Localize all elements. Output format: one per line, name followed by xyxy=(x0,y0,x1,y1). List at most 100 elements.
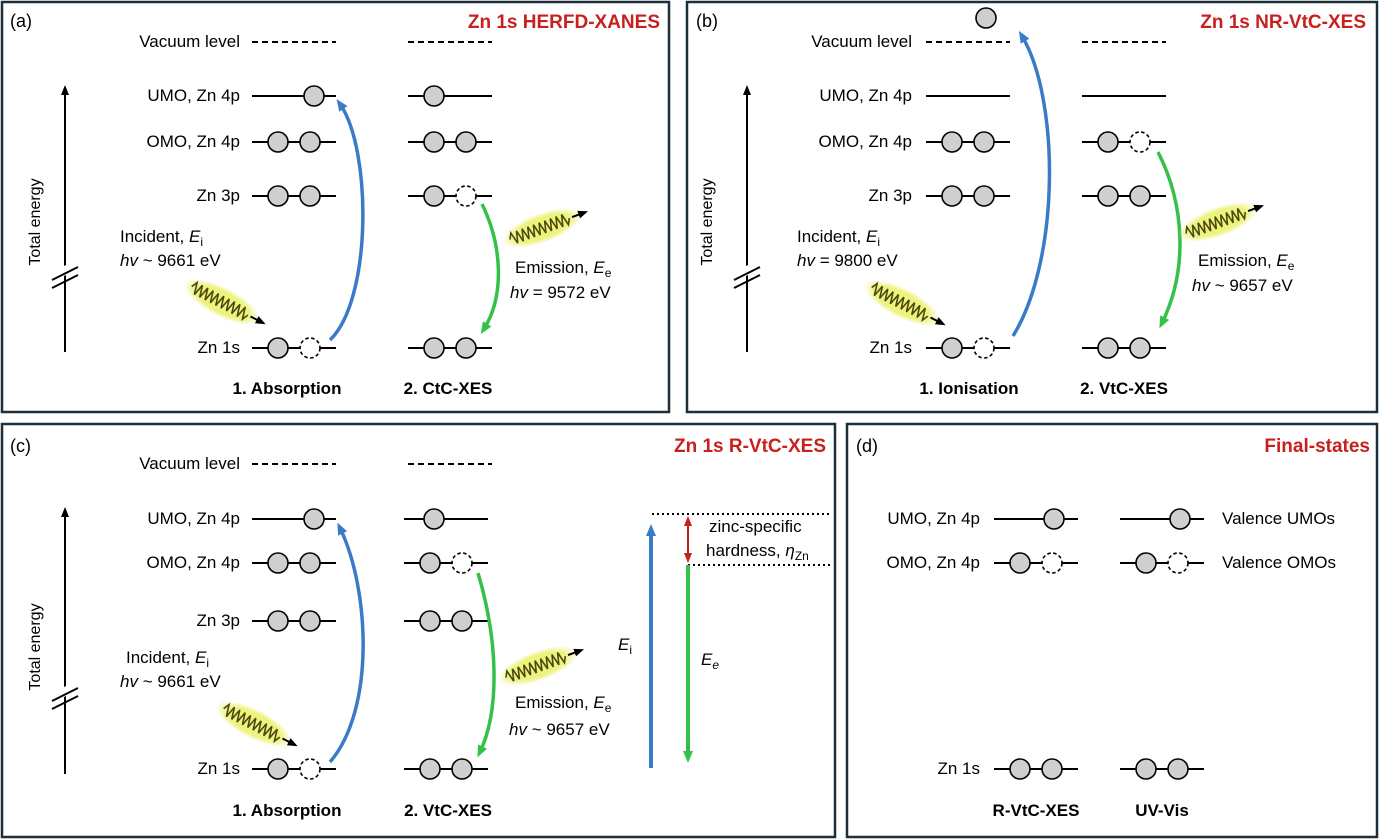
level-label-vacuum: Vacuum level xyxy=(139,454,240,473)
hole-circle xyxy=(1167,552,1189,574)
panel-c-title: Zn 1s R-VtC-XES xyxy=(674,436,826,457)
emission-energy: hv = 9572 eV xyxy=(510,283,611,302)
level-label-umo: UMO, Zn 4p xyxy=(819,86,912,105)
incident-energy: hv = 9800 eV xyxy=(797,251,898,270)
axis-label: Total energy xyxy=(27,178,44,265)
absorption-curved-arrow xyxy=(328,522,365,764)
panel-c: (c) Zn 1s R-VtC-XES Total energy Vacuum … xyxy=(0,422,837,839)
level-label-zn1s: Zn 1s xyxy=(869,338,912,357)
emission-energy: hv ~ 9657 eV xyxy=(1192,276,1293,295)
incident-photon-icon xyxy=(858,271,948,337)
level-label-zn3p: Zn 3p xyxy=(869,186,912,205)
panel-a: (a) Zn 1s HERFD-XANES Total energy Vacuu… xyxy=(0,0,671,414)
emission-label: Emission, Ee xyxy=(515,693,612,715)
ei-label: Ei xyxy=(618,635,632,657)
electron-circle xyxy=(299,131,321,153)
hole-circle xyxy=(299,337,321,359)
electron-circle xyxy=(941,337,963,359)
electron-circle xyxy=(1043,508,1065,530)
electron-circle xyxy=(423,337,445,359)
panel-a-letter: (a) xyxy=(10,11,32,31)
electron-circle xyxy=(267,337,289,359)
panel-a-border xyxy=(0,0,671,414)
axis-break-icon xyxy=(49,259,81,289)
electron-circle xyxy=(973,185,995,207)
electron-circle xyxy=(1167,758,1189,780)
emission-label: Emission, Ee xyxy=(1198,251,1295,273)
electron-circle xyxy=(973,131,995,153)
step-label-1: 1. Absorption xyxy=(233,379,342,398)
electron-circle xyxy=(423,85,445,107)
step-label-2: 2. CtC-XES xyxy=(404,379,493,398)
level-label-omo: OMO, Zn 4p xyxy=(146,553,240,572)
electron-circle xyxy=(267,185,289,207)
electron-circle xyxy=(419,758,441,780)
electron-circle xyxy=(941,131,963,153)
absorption-curved-arrow xyxy=(328,99,365,342)
axis-label: Total energy xyxy=(27,603,44,690)
panel-c-letter: (c) xyxy=(10,436,31,456)
electron-circle xyxy=(303,85,325,107)
electron-circle xyxy=(267,552,289,574)
electron-circle xyxy=(1009,758,1031,780)
level-label-omo: OMO, Zn 4p xyxy=(886,553,980,572)
electron-circle xyxy=(267,131,289,153)
valence-umos-label: Valence UMOs xyxy=(1222,509,1335,528)
electron-circle xyxy=(1097,185,1119,207)
level-label-zn3p: Zn 3p xyxy=(197,611,240,630)
panel-b: (b) Zn 1s NR-VtC-XES Total energy Vacuum… xyxy=(685,0,1379,414)
electron-circle xyxy=(455,337,477,359)
electron-circle xyxy=(419,552,441,574)
incident-photon-icon xyxy=(178,270,268,336)
hole-circle xyxy=(299,758,321,780)
electron-circle xyxy=(303,508,325,530)
level-label-zn3p: Zn 3p xyxy=(197,186,240,205)
state-label-uvvis: UV-Vis xyxy=(1135,801,1189,820)
electron-circle xyxy=(299,610,321,632)
incident-photon-icon xyxy=(210,692,300,758)
hole-circle xyxy=(455,185,477,207)
level-label-zn1s: Zn 1s xyxy=(197,759,240,778)
panel-d-title: Final-states xyxy=(1264,436,1370,457)
electron-circle xyxy=(1135,758,1157,780)
electron-circle xyxy=(299,552,321,574)
electron-circle xyxy=(1169,508,1191,530)
valence-omos-label: Valence OMOs xyxy=(1222,553,1336,572)
electron-circle xyxy=(267,610,289,632)
axis-break-icon xyxy=(49,680,81,710)
panel-d-border xyxy=(845,422,1379,839)
electron-circle xyxy=(451,610,473,632)
axis-label: Total energy xyxy=(699,178,716,265)
emission-label: Emission, Ee xyxy=(515,258,612,280)
electron-circle xyxy=(1009,552,1031,574)
level-label-omo: OMO, Zn 4p xyxy=(818,132,912,151)
ionisation-curved-arrow xyxy=(1011,30,1052,337)
incident-label: Incident, Ei xyxy=(120,227,203,249)
electron-circle xyxy=(1041,758,1063,780)
level-label-umo: UMO, Zn 4p xyxy=(887,509,980,528)
incident-label: Incident, Ei xyxy=(126,648,209,670)
emission-curved-arrow xyxy=(480,203,501,335)
step-label-1: 1. Ionisation xyxy=(919,379,1018,398)
hole-circle xyxy=(451,552,473,574)
panel-a-title: Zn 1s HERFD-XANES xyxy=(468,12,660,33)
emission-curved-arrow xyxy=(1156,151,1182,329)
electron-circle xyxy=(419,610,441,632)
state-label-rvtc: R-VtC-XES xyxy=(993,801,1080,820)
axis-break-icon xyxy=(731,259,763,289)
electron-circle xyxy=(1129,185,1151,207)
panel-b-title: Zn 1s NR-VtC-XES xyxy=(1200,12,1366,33)
electron-circle xyxy=(267,758,289,780)
electron-circle xyxy=(455,131,477,153)
level-label-zn1s: Zn 1s xyxy=(197,338,240,357)
hole-circle xyxy=(973,337,995,359)
electron-circle xyxy=(299,185,321,207)
hole-circle xyxy=(1129,131,1151,153)
incident-label: Incident, Ei xyxy=(797,227,880,249)
incident-energy: hv ~ 9661 eV xyxy=(120,251,221,270)
panel-c-border xyxy=(0,422,837,839)
hardness-label-line2: hardness, ηZn xyxy=(706,541,809,563)
hole-circle xyxy=(1041,552,1063,574)
electron-circle xyxy=(451,758,473,780)
